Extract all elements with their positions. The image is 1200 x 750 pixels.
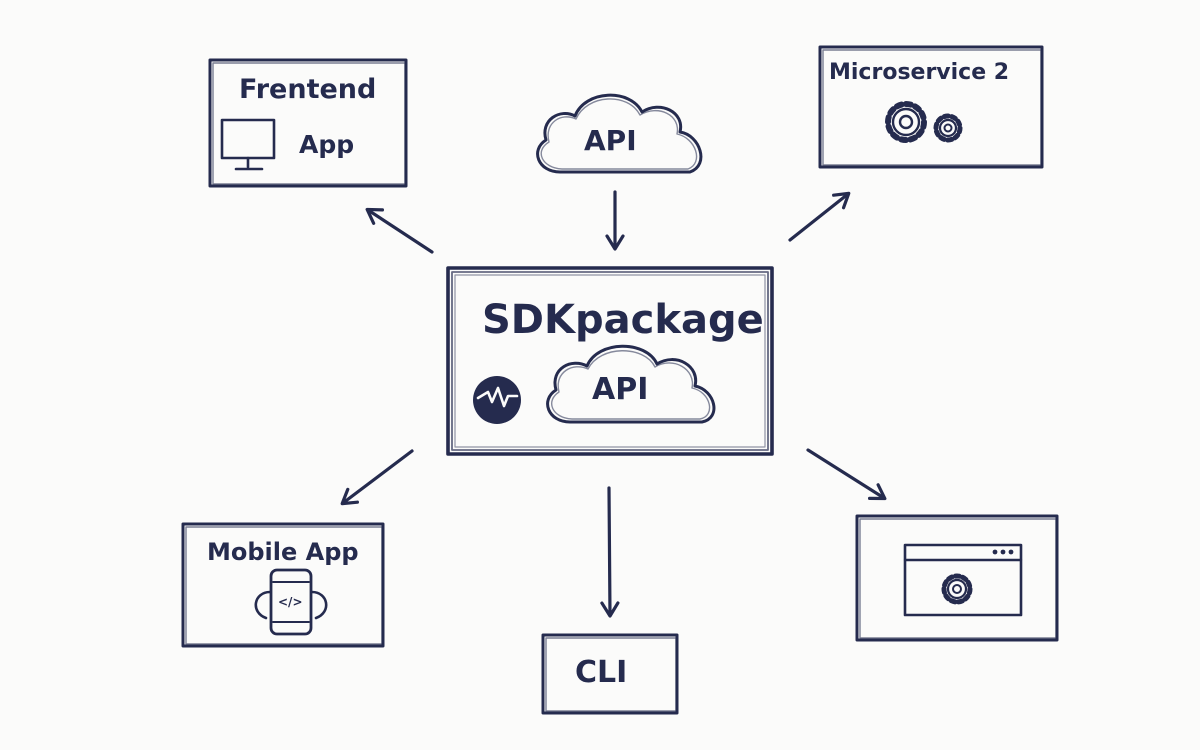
arrow-sdk-to-frontend [365, 207, 434, 254]
frontend-node [208, 58, 408, 188]
browser-node [855, 514, 1059, 642]
cloud-icon [536, 93, 703, 174]
cloud-icon [546, 344, 716, 424]
arrow-sdk-to-mobile [340, 449, 414, 506]
microservice-node [818, 45, 1044, 169]
arrow-sdk-to-cli [600, 486, 620, 618]
browser-window-gear-icon [903, 543, 1023, 617]
sdk-api-label: API [592, 372, 649, 407]
mobile-title: Mobile App [207, 538, 359, 566]
phone-code-icon [254, 568, 328, 636]
gears-icon [885, 101, 963, 143]
frontend-subtitle: App [299, 130, 355, 159]
api-cloud-node [536, 93, 703, 174]
cli-node [541, 633, 679, 715]
arrow-sdk-to-microservice [788, 191, 851, 242]
monitor-icon [220, 118, 276, 171]
api-cloud-label: API [584, 124, 637, 157]
frontend-title: Frentend [239, 74, 377, 105]
microservice-title: Microservice 2 [829, 60, 1010, 85]
mobile-code-glyph: </> [278, 595, 303, 609]
cli-label: CLI [575, 655, 628, 690]
sdk-title: SDKpackage [482, 297, 764, 343]
mobile-node [181, 522, 385, 648]
sdk-package-node [446, 266, 774, 456]
edges [340, 190, 887, 618]
sdk-logo [473, 376, 521, 424]
arrow-sdk-to-browser [806, 448, 887, 501]
